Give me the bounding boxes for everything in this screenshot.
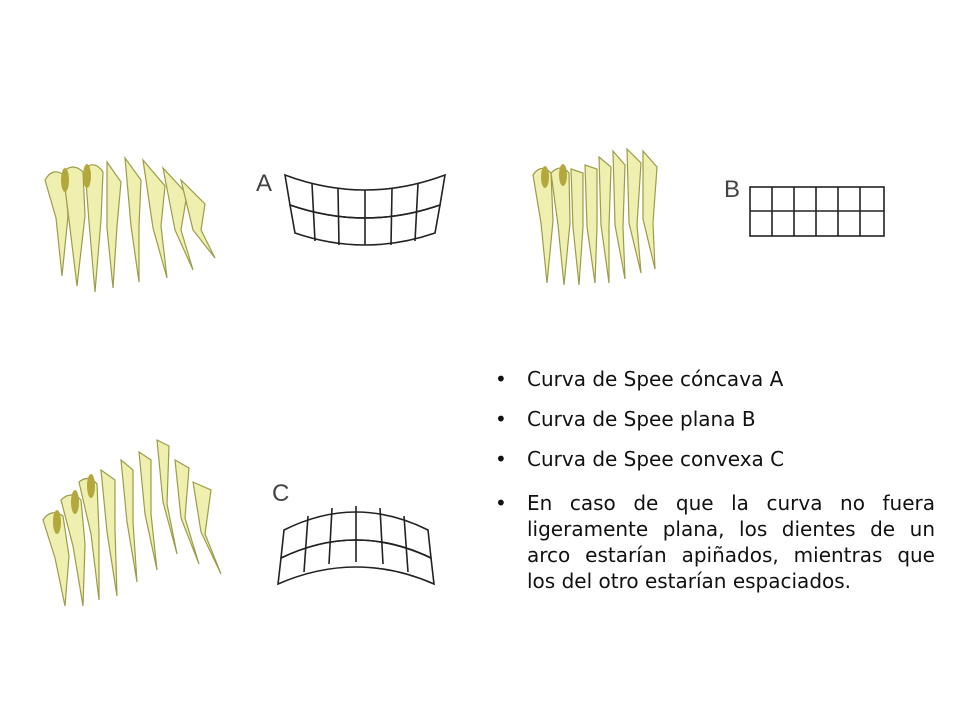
bullet-flat: Curva de Spee plana B <box>495 406 935 432</box>
block-grid-convex <box>277 506 435 586</box>
teeth-concave-illustration <box>44 155 216 293</box>
bullet-explanation: En caso de que la curva no fuera ligeram… <box>495 490 935 594</box>
figure-label-b: B <box>724 176 741 203</box>
teeth-flat-illustration <box>532 147 658 286</box>
bullet-concave: Curva de Spee cóncava A <box>495 366 935 392</box>
figure-label-c: C <box>272 480 290 507</box>
block-grid-concave <box>283 173 447 246</box>
figure-label-a: A <box>256 170 273 197</box>
block-grid-flat <box>749 186 885 237</box>
teeth-convex-illustration <box>42 438 222 607</box>
bullet-list: Curva de Spee cóncava A Curva de Spee pl… <box>495 366 935 608</box>
bullet-convex: Curva de Spee convexa C <box>495 446 935 472</box>
